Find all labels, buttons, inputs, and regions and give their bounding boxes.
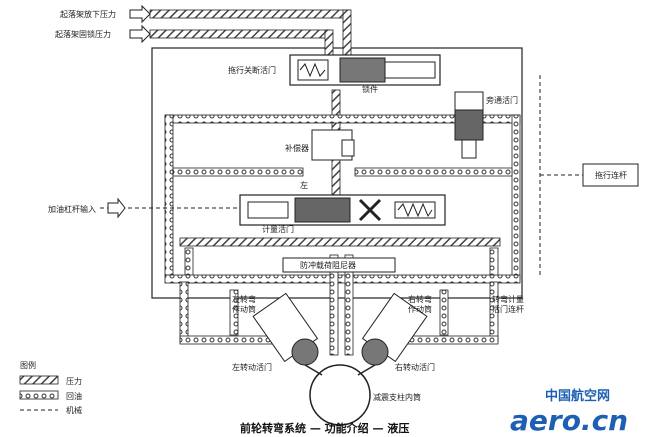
- strut-inner-cylinder: [309, 364, 371, 426]
- label-gear-up-pressure: 起落架固锁压力: [55, 29, 111, 39]
- legend-title: 图例: [20, 360, 36, 370]
- label-steer-limit: 转弯计量活门连杆: [492, 294, 524, 314]
- diagram-title: 前轮转弯系统 — 功能介绍 — 液压: [240, 421, 409, 435]
- label-towing-valve: 拖行关断活门: [228, 65, 276, 75]
- label-gear-down-pressure: 起落架放下压力: [60, 9, 116, 19]
- legend-mechanical: 机械: [66, 405, 82, 415]
- label-strut-inner: 减震支柱内筒: [373, 392, 421, 402]
- label-left-side: 左: [300, 180, 308, 190]
- left-actuator: [252, 292, 319, 366]
- label-bypass-valve: 旁通活门: [486, 95, 518, 105]
- towing-valve-block: [289, 54, 441, 86]
- label-latch: 锁件: [362, 84, 378, 94]
- watermark-logo: 中国航空网 aero.cn: [510, 388, 628, 437]
- compensator: [311, 129, 355, 161]
- legend-return: 回油: [66, 391, 82, 401]
- svg-text:aero.cn: aero.cn: [510, 404, 628, 437]
- label-left-turn-valve: 左转动活门: [232, 362, 272, 372]
- legend-pressure: 压力: [66, 376, 82, 386]
- label-towing-lever: 拖行连杆: [595, 170, 627, 180]
- legend: 图例 压力 回油 机械: [19, 360, 82, 415]
- label-right-actuator: 右转弯作动筒: [408, 294, 432, 314]
- label-pushrod-input: 加油杠杆输入: [48, 204, 96, 214]
- input-arrows: [107, 4, 151, 219]
- label-right-turn-valve: 右转动活门: [395, 362, 435, 372]
- label-damper: 防冲载荷阻尼器: [300, 260, 356, 270]
- legend-swatch-pressure: [19, 375, 59, 385]
- bypass-valve: [454, 91, 484, 159]
- return-lines: [164, 114, 521, 356]
- damper-box: [282, 257, 396, 273]
- metering-valve-block: [239, 194, 446, 226]
- label-metering-valve: 计量活门: [262, 224, 294, 234]
- label-left-actuator: 左转弯作动筒: [232, 294, 256, 314]
- legend-swatch-return: [19, 390, 59, 400]
- svg-text:中国航空网: 中国航空网: [545, 388, 610, 404]
- label-compensator: 补偿器: [285, 143, 309, 153]
